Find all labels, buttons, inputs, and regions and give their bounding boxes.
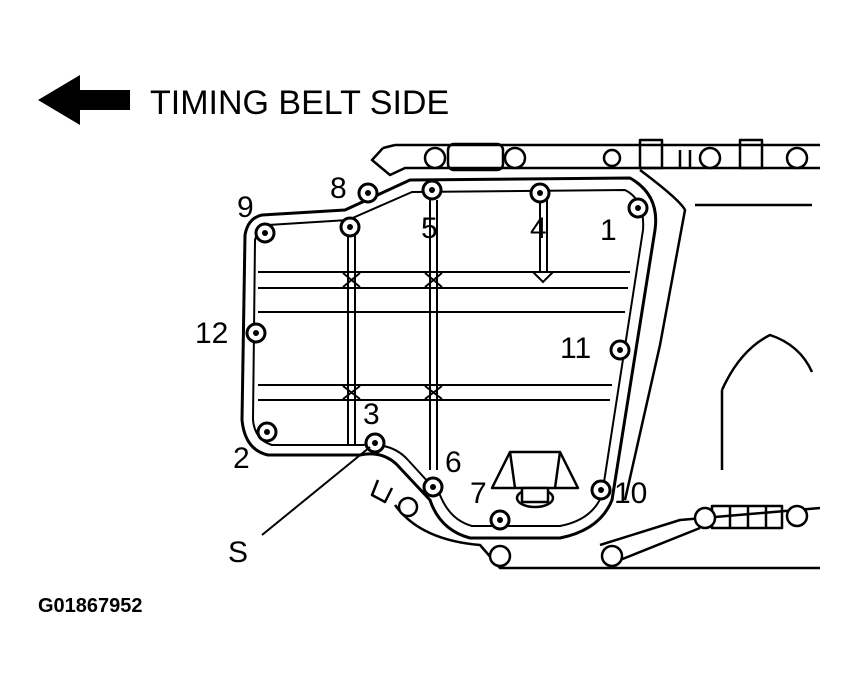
sealant-leader-line (261, 446, 371, 536)
arrow-left-icon (38, 75, 130, 125)
engine-block-outline (370, 138, 821, 570)
drain-plug-boss (490, 450, 580, 509)
figure-id: G01867952 (38, 595, 143, 617)
callout-6: 6 (445, 446, 462, 479)
block-bolts (397, 146, 809, 568)
callout-sealant: S (228, 536, 248, 569)
callout-5: 5 (421, 212, 438, 245)
bolt-centers (253, 187, 641, 523)
oil-pan-outline (240, 176, 658, 540)
callout-7: 7 (470, 477, 487, 510)
callout-2: 2 (233, 442, 250, 475)
callout-1: 1 (600, 214, 617, 247)
pan-ribs (258, 195, 630, 470)
callout-10: 10 (614, 477, 647, 510)
callout-8: 8 (330, 172, 347, 205)
callout-11: 11 (560, 332, 591, 365)
callout-9: 9 (237, 191, 254, 224)
callout-12: 12 (195, 317, 228, 350)
direction-label: TIMING BELT SIDE (150, 84, 449, 122)
callout-4: 4 (530, 212, 547, 245)
callout-3: 3 (363, 398, 380, 431)
